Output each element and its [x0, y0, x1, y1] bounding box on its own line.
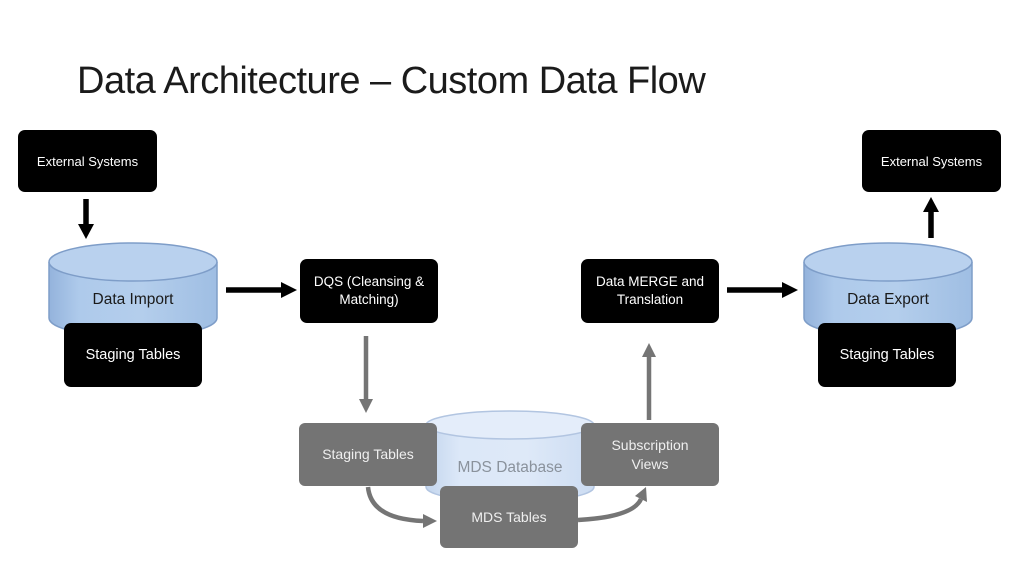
- external-systems-left-box: External Systems: [18, 130, 157, 192]
- staging-tables-export-box: Staging Tables: [818, 323, 956, 387]
- subscription-views-line2: Views: [631, 455, 669, 472]
- staging-tables-mds-box: Staging Tables: [299, 423, 437, 486]
- data-export-cylinder-shape: [803, 242, 973, 338]
- data-import-label: Data Import: [92, 291, 174, 308]
- dqs-label-line1: DQS (Cleansing &: [313, 274, 425, 290]
- external-systems-left-label: External Systems: [36, 153, 139, 169]
- arrow-external-to-import: [78, 199, 94, 239]
- merge-label-line2: Translation: [616, 292, 684, 307]
- arrow-merge-to-export: [727, 282, 798, 298]
- subscription-views-box: Subscription Views: [581, 423, 719, 486]
- mds-tables-box: MDS Tables: [440, 486, 578, 548]
- staging-tables-import-label: Staging Tables: [85, 347, 181, 363]
- dqs-box: DQS (Cleansing & Matching): [300, 259, 438, 323]
- staging-tables-import-box: Staging Tables: [64, 323, 202, 387]
- slide-title: Data Architecture – Custom Data Flow: [77, 60, 706, 102]
- data-import-cylinder-shape: [48, 242, 218, 338]
- dqs-label-line2: Matching): [339, 292, 399, 307]
- external-systems-right-box: External Systems: [862, 130, 1001, 192]
- external-systems-right-label: External Systems: [880, 153, 983, 169]
- mds-tables-label: MDS Tables: [471, 508, 547, 525]
- staging-tables-export-label: Staging Tables: [839, 347, 935, 363]
- data-merge-translation-box: Data MERGE and Translation: [581, 259, 719, 323]
- arrow-export-to-external: [923, 197, 939, 238]
- arrow-import-to-dqs: [226, 282, 297, 298]
- data-export-label: Data Export: [847, 291, 929, 308]
- subscription-views-line1: Subscription: [611, 437, 689, 454]
- arrow-dqs-to-staging: [359, 336, 373, 413]
- arrow-subscription-to-merge: [642, 343, 656, 420]
- merge-label-line1: Data MERGE and: [595, 274, 705, 290]
- mds-database-label: MDS Database: [457, 459, 563, 476]
- staging-tables-mds-label: Staging Tables: [322, 446, 414, 463]
